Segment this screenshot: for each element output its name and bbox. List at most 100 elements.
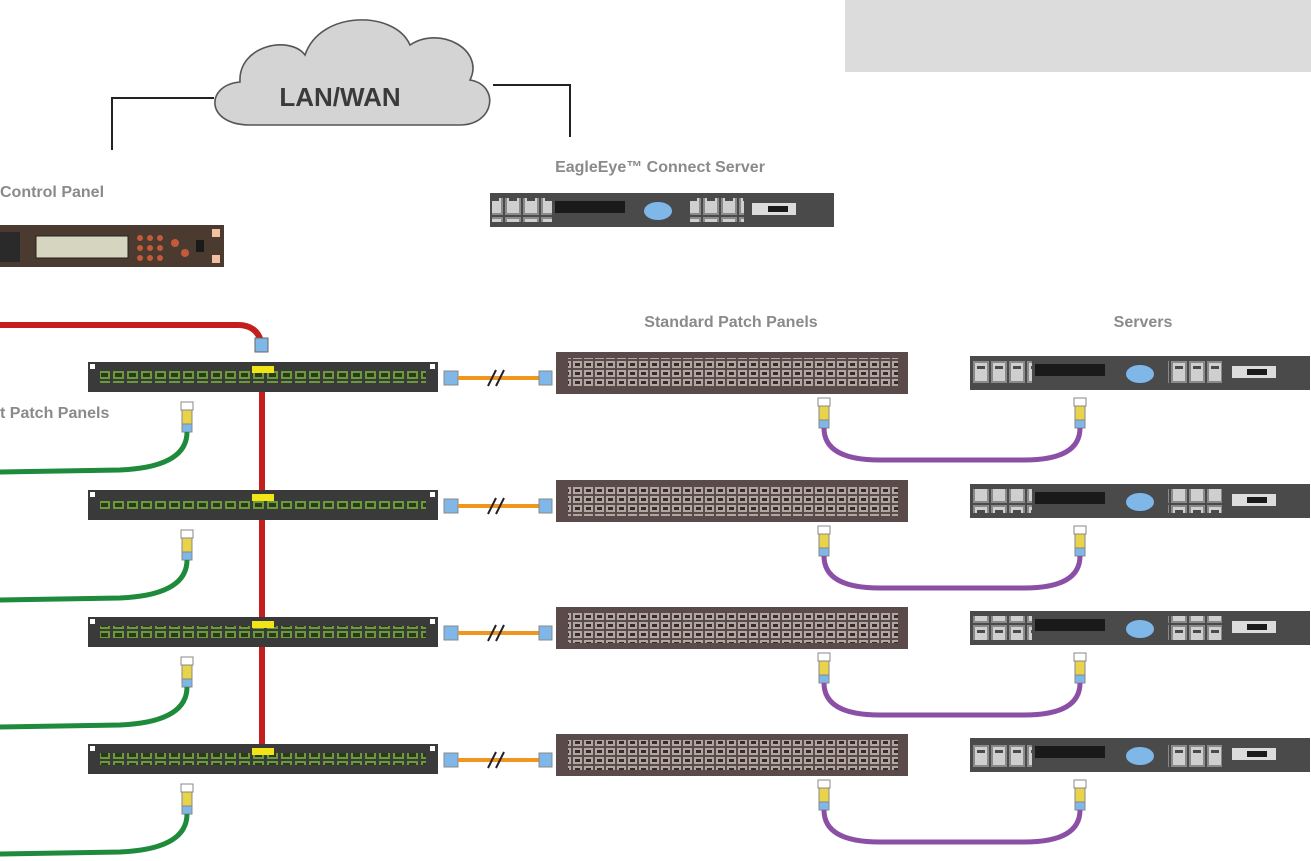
cloud-links [111, 84, 571, 150]
smart-panel-ports [100, 626, 426, 638]
plug-tip [181, 423, 193, 433]
cable-plug [1073, 525, 1087, 557]
trunk-connector-right [538, 752, 553, 768]
cloud-link-right [493, 84, 571, 137]
plug-tip [818, 547, 830, 557]
standard-patch-panel-3 [556, 607, 908, 649]
eagleeye-connect-server [490, 193, 834, 227]
plug-boot [180, 656, 194, 666]
plug-boot [817, 525, 831, 535]
plug-body [1074, 787, 1086, 803]
trunk-cable [443, 369, 553, 387]
servers-label: Servers [1114, 314, 1173, 331]
server-bays-left [972, 489, 1032, 513]
trunk-connector-right [538, 370, 553, 386]
smart-patch-panel-3 [88, 617, 438, 647]
standard-panel-ports [568, 486, 898, 516]
plug-tip [1074, 547, 1086, 557]
server-1 [970, 356, 1310, 390]
server-badge [1126, 747, 1154, 765]
panel-screw [430, 492, 435, 497]
smart-patch-panel-4 [88, 744, 438, 774]
panel-screw [90, 746, 95, 751]
server-display [1035, 619, 1105, 631]
plug-boot [1073, 779, 1087, 789]
panel-screw [430, 746, 435, 751]
plug-body [1074, 533, 1086, 549]
standard-patch-panel-4 [556, 734, 908, 776]
smart-patch-cable [0, 813, 190, 857]
cable-plug [1073, 397, 1087, 429]
standard-patch-panel-2 [556, 480, 908, 522]
panel-screw [90, 619, 95, 624]
server-drive-slot [1247, 624, 1267, 630]
server-patch-cable [821, 809, 1083, 845]
cable-plug [1073, 652, 1087, 684]
trunk-connector-right [538, 625, 553, 641]
connector-top [254, 337, 269, 353]
break-symbol [487, 624, 505, 642]
smart-panel-led [252, 621, 274, 628]
panel-row [0, 734, 1310, 857]
plug-body [818, 787, 830, 803]
plug-body [818, 660, 830, 676]
server-bays-left [972, 361, 1032, 385]
plug-boot [817, 397, 831, 407]
cable-plug [817, 397, 831, 429]
smart-panel-led [252, 366, 274, 373]
plug-boot [1073, 652, 1087, 662]
plug-body [181, 664, 193, 680]
cable-plug [180, 783, 194, 815]
panel-screw [90, 364, 95, 369]
cable-plug [817, 525, 831, 557]
server-display [1035, 364, 1105, 376]
server-display [1035, 492, 1105, 504]
plug-boot [817, 652, 831, 662]
cable-plug [817, 652, 831, 684]
panel-screw [430, 364, 435, 369]
plug-tip [818, 801, 830, 811]
control-panel-label: Control Panel [0, 184, 104, 201]
server-bays-right [1168, 616, 1222, 640]
panel-rows [0, 352, 1310, 857]
server-drive-slot [1247, 751, 1267, 757]
trunk-connector-left [443, 625, 459, 641]
plug-tip [181, 678, 193, 688]
standard-panel-ports [568, 613, 898, 643]
plug-body [181, 409, 193, 425]
server-badge [1126, 365, 1154, 383]
smart-panel-ports [100, 371, 426, 383]
panel-screw [90, 492, 95, 497]
standard-panel-ports [568, 358, 898, 388]
break-symbol [487, 369, 505, 387]
plug-body [1074, 660, 1086, 676]
plug-tip [1074, 419, 1086, 429]
panel-row [0, 352, 1310, 475]
cloud-link-left [111, 97, 214, 150]
server-bays-left [972, 743, 1032, 767]
network-cable-top [0, 322, 265, 346]
smart-patch-cable [0, 431, 190, 475]
server-4 [970, 738, 1310, 772]
plug-boot [817, 779, 831, 789]
server-badge [1126, 620, 1154, 638]
smart-panel-ports [100, 499, 426, 511]
plug-boot [1073, 397, 1087, 407]
server-drive-slot [1247, 497, 1267, 503]
plug-boot [180, 529, 194, 539]
smart-patch-cable [0, 686, 190, 730]
plug-boot [180, 401, 194, 411]
plug-tip [181, 805, 193, 815]
trunk-cable [443, 751, 553, 769]
smart-patch-panel-1 [88, 362, 438, 392]
server-patch-cable [821, 682, 1083, 718]
control-panel-device [0, 225, 224, 267]
panel-screw [430, 619, 435, 624]
server-display [1035, 746, 1105, 758]
plug-boot [1073, 525, 1087, 535]
cable-plug [180, 529, 194, 561]
trunk-cable [443, 497, 553, 515]
server-bays-right [1168, 361, 1222, 385]
server-label: EagleEye™ Connect Server [555, 159, 765, 176]
